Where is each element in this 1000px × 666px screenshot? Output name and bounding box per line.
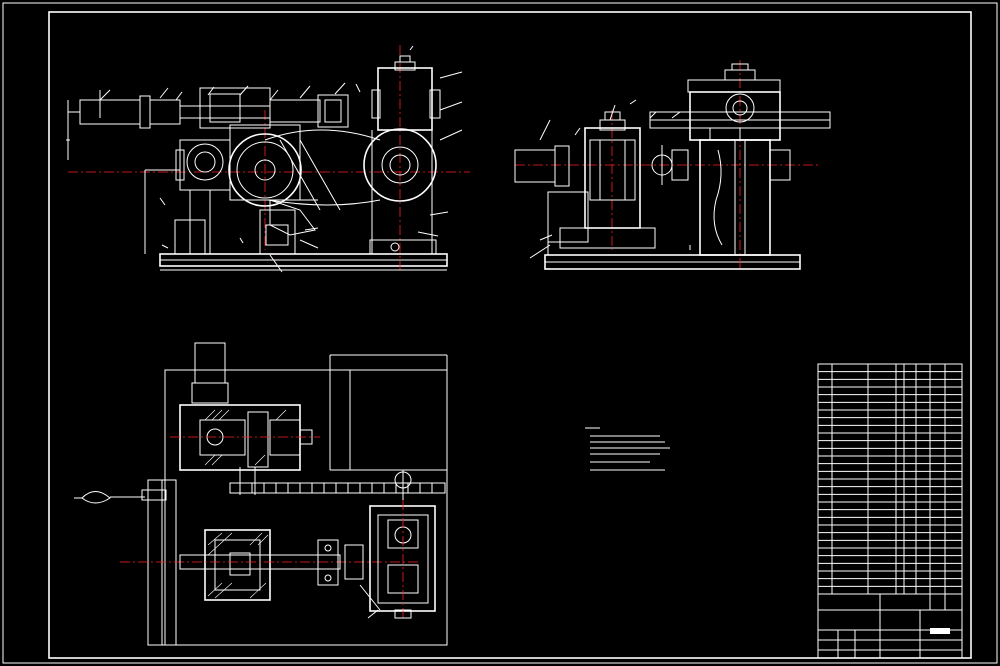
front-view-leaders (99, 45, 463, 273)
technical-notes (585, 427, 670, 471)
front-view (66, 45, 470, 273)
parts-list-rows (818, 371, 962, 587)
title-block (817, 593, 963, 659)
side-view-leaders (529, 99, 691, 259)
plan-gearbox-hatch (204, 409, 287, 466)
drum-hatch (207, 532, 269, 599)
parts-list (817, 363, 963, 595)
plan-view (74, 342, 448, 646)
side-view (514, 60, 831, 270)
